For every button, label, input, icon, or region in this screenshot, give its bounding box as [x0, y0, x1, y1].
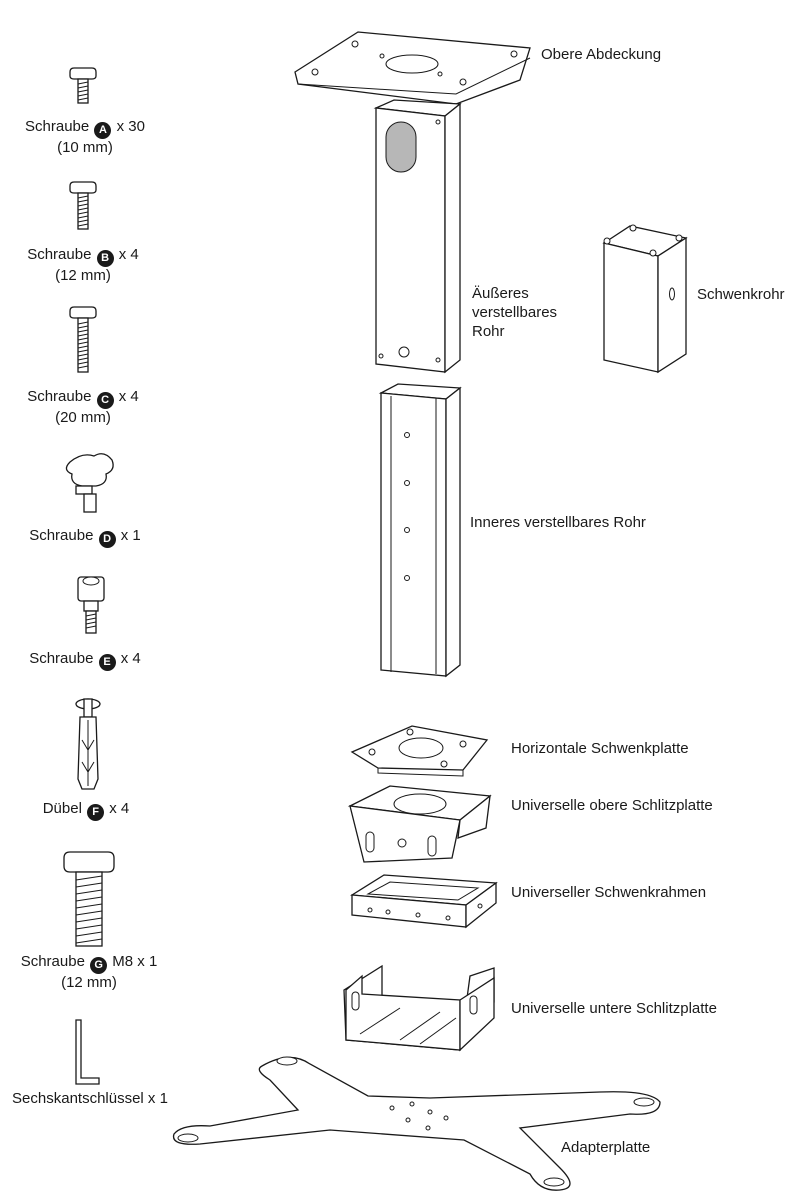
anchor-f-drawing: [75, 698, 101, 790]
screw-b-badge: B: [96, 250, 114, 267]
lower-slot-plate-drawing: [343, 964, 495, 1052]
lower-slot-plate-label: Universelle untere Schlitzplatte: [511, 1000, 717, 1017]
top-cover-label: Obere Abdeckung: [541, 46, 662, 63]
screw-a-caption: Schraube A x 30 (10 mm): [25, 118, 145, 156]
screw-d-drawing: [65, 453, 114, 513]
outer-tube-label-line-3: Rohr: [472, 323, 505, 340]
screw-c-badge: C: [96, 392, 114, 409]
swivel-frame-label: Universeller Schwenkrahmen: [511, 884, 707, 901]
outer-tube-label-line-1: Äußeres: [472, 285, 529, 302]
screw-b-drawing: [69, 181, 97, 230]
screw-e-caption: Schraube E x 4: [0, 650, 175, 671]
screw-c-drawing: [69, 306, 97, 373]
horizontal-plate-label: Horizontale Schwenkplatte: [511, 740, 689, 757]
upper-slot-plate-drawing: [347, 785, 492, 863]
screw-g-caption: Schraube G M8 x 1 (12 mm): [20, 953, 158, 991]
anchor-f-caption: Dübel F x 4: [0, 800, 176, 821]
screw-a-drawing: [69, 67, 97, 104]
screw-b-caption: Schraube B x 4 (12 mm): [27, 246, 139, 284]
screw-a-badge: A: [94, 122, 112, 139]
adapter-plate-drawing: [172, 1056, 661, 1191]
screw-c-caption: Schraube C x 4 (20 mm): [27, 388, 139, 426]
adapter-plate-label: Adapterplatte: [561, 1139, 651, 1156]
screw-g-drawing: [63, 851, 115, 947]
swivel-tube-label: Schwenkrohr: [697, 286, 785, 303]
screw-e-badge: E: [98, 654, 116, 671]
upper-slot-plate-label: Universelle obere Schlitzplatte: [511, 797, 713, 814]
inner-tube-label: Inneres verstellbares Rohr: [470, 514, 646, 531]
top-cover-drawing: [294, 31, 531, 105]
screw-e-drawing: [77, 576, 105, 634]
inner-tube-drawing: [378, 383, 462, 678]
anchor-f-badge: F: [87, 804, 105, 821]
hex-key-drawing: [75, 1019, 100, 1085]
hex-key-caption: Sechskantschlüssel x 1: [12, 1090, 168, 1107]
outer-tube-label-line-2: verstellbares: [472, 304, 558, 321]
screw-d-caption: Schraube D x 1: [0, 527, 175, 548]
screw-g-badge: G: [90, 957, 108, 974]
outer-tube-drawing: [373, 99, 462, 374]
swivel-frame-drawing: [350, 874, 498, 929]
horizontal-plate-drawing: [350, 725, 489, 777]
swivel-tube-drawing: [602, 224, 688, 374]
screw-d-badge: D: [98, 531, 116, 548]
